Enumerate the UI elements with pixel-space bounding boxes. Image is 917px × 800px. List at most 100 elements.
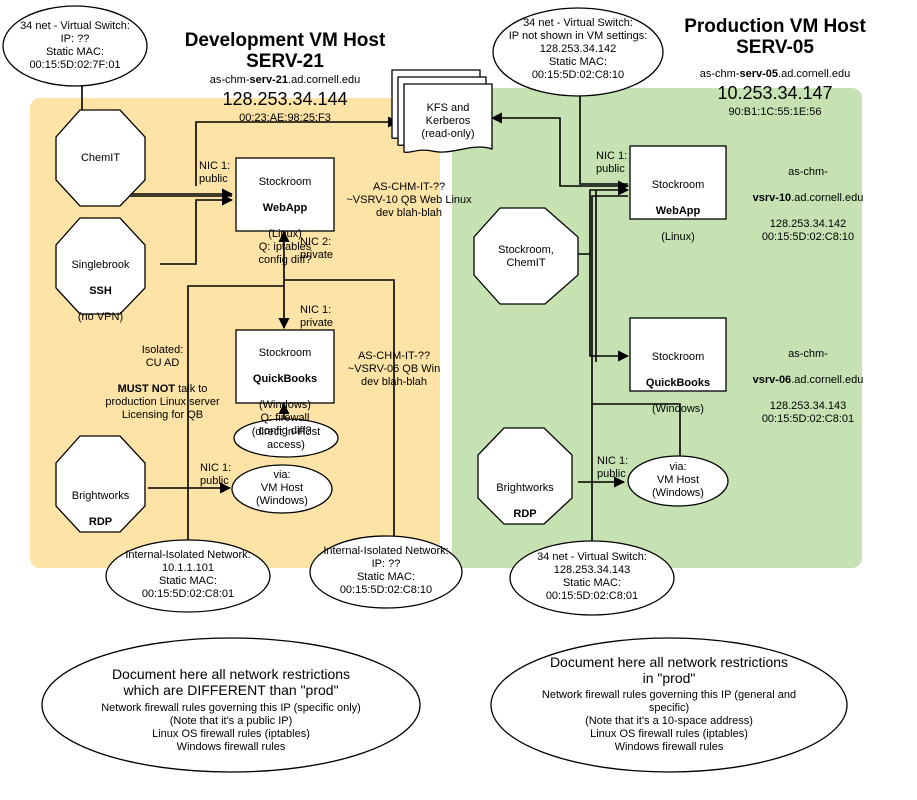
internal-net-a-ellipse: [105, 539, 271, 613]
prod-doc-ellipse: [490, 637, 848, 773]
dev-hostname-prefix: as-chm-: [209, 74, 250, 86]
prod-vsrv06-prefix: as-chm-: [788, 348, 828, 360]
direct-access-ellipse: [233, 418, 339, 458]
prod-ip: 10.253.34.147: [717, 83, 833, 103]
prod-via-host-ellipse[interactable]: [627, 455, 729, 507]
dev-qb-alias: AS-CHM-IT-?? ~VSRV-06 QB Win dev blah-bl…: [347, 350, 441, 388]
prod-host-title: Production VM Host SERV-05: [684, 16, 866, 58]
dev-mac: 00:23:AE:98:25:F3: [239, 112, 331, 124]
prod-vsrv10-label: as-chm- vsrv-10.ad.cornell.edu 128.253.3…: [738, 153, 878, 244]
prod-webapp-text: Stockroom WebApp (Linux): [630, 166, 726, 244]
prod-hostname-bold: serv-05: [739, 68, 779, 80]
dev-hostname: as-chm-serv-21.ad.cornell.edu: [180, 74, 390, 86]
dev-qb-title: Stockroom: [258, 347, 312, 359]
brightworks-prod-label: Brightworks RDP: [478, 469, 572, 521]
stockroom-chemit-label: Stockroom, ChemIT: [498, 244, 554, 269]
chemit-label: ChemIT: [80, 152, 121, 164]
dev-webapp-text: Stockroom WebApp (Linux) Q: iptables con…: [236, 163, 334, 267]
prod-vsrv06-label: as-chm- vsrv-06.ad.cornell.edu 128.253.3…: [738, 335, 878, 426]
dev-qb-box[interactable]: [235, 329, 335, 404]
brightworks-dev-name: Brightworks: [71, 490, 130, 502]
dev-host-title: Development VM Host SERV-21: [184, 30, 386, 72]
dev-switch-ellipse: [2, 5, 148, 87]
prod-nic1-public-a: NIC 1: public: [596, 150, 628, 175]
prod-vsrv10-prefix: as-chm-: [788, 166, 828, 178]
internal-net-b-label: Internal-Isolated Network: IP: ?? Static…: [323, 545, 449, 596]
singlebrook-name: Singlebrook: [71, 259, 130, 271]
prod-hostname-prefix: as-chm-: [699, 68, 740, 80]
prod-qb-details: (Windows): [652, 403, 704, 415]
isolated-note: Isolated: CU AD MUST NOT talk to product…: [85, 331, 240, 422]
prod-qb-text: Stockroom QuickBooks (Windows): [630, 338, 726, 416]
internal-net-a-label: Internal-Isolated Network: 10.1.1.101 St…: [125, 549, 251, 600]
prod-doc-body: Network firewall rules governing this IP…: [541, 689, 797, 753]
dev-doc-title: Document here all network restrictions w…: [111, 666, 351, 698]
prod-nic1-public-b: NIC 1: public: [597, 455, 629, 480]
dev-qb-details: (Windows) Q: firewall config diff?: [258, 399, 312, 437]
shapes: [2, 5, 848, 773]
prod-bottom-switch-ellipse: [509, 540, 675, 616]
prod-via-host-label: via: VM Host (Windows): [652, 461, 704, 499]
brightworks-dev-label: Brightworks RDP: [56, 477, 145, 529]
brightworks-dev-protocol: RDP: [88, 516, 113, 528]
prod-vsrv06-suffix: .ad.cornell.edu: [791, 374, 864, 386]
singlebrook-octagon[interactable]: [55, 217, 146, 315]
internal-net-b-ellipse: [309, 535, 463, 609]
dev-switch-note: 34 net - Virtual Switch: IP: ?? Static M…: [20, 20, 130, 71]
kfs-label: KFS and Kerberos (read-only): [421, 102, 475, 140]
isolated-note-bold: MUST NOT: [117, 383, 176, 395]
prod-vsrv10-suffix: .ad.cornell.edu: [791, 192, 864, 204]
dev-doc-body: Network firewall rules governing this IP…: [101, 702, 361, 753]
prod-switch-note: 34 net - Virtual Switch: IP not shown in…: [508, 17, 648, 81]
singlebrook-protocol: SSH: [89, 285, 112, 297]
dev-nic1-public-a: NIC 1: public: [199, 160, 231, 185]
direct-access-label: (direct in-Host access): [251, 426, 321, 451]
dev-doc-ellipse: [41, 637, 421, 773]
dev-webapp-name: WebApp: [262, 202, 308, 214]
prod-qb-box[interactable]: [629, 317, 727, 392]
chemit-octagon[interactable]: [55, 109, 146, 207]
dev-ip: 128.253.34.144: [222, 89, 348, 109]
dev-qb-name: QuickBooks: [252, 373, 318, 385]
prod-switch-ellipse: [492, 7, 664, 97]
dev-webapp-alias: AS-CHM-IT-?? ~VSRV-10 QB Web Linux dev b…: [346, 181, 472, 219]
brightworks-dev-octagon[interactable]: [55, 435, 146, 533]
dev-webapp-details: (Linux) Q: iptables config diff?: [258, 228, 312, 266]
dev-via-host-ellipse[interactable]: [231, 464, 333, 514]
dev-via-host-label: via: VM Host (Windows): [256, 469, 308, 507]
kfs-doc-front: [403, 83, 493, 154]
dev-webapp-title: Stockroom: [258, 176, 312, 188]
isolated-note-rest: talk to production Linux server Licensin…: [105, 383, 220, 421]
dev-nic1-public-b: NIC 1: public: [200, 462, 232, 487]
prod-vsrv10-bold: vsrv-10: [752, 192, 792, 204]
prod-vsrv06-rest: 128.253.34.143 00:15:5D:02:C8:01: [761, 400, 855, 425]
singlebrook-note: (no VPN): [77, 311, 124, 323]
dev-hostname-bold: serv-21: [249, 74, 289, 86]
brightworks-prod-protocol: RDP: [513, 508, 537, 520]
connection-lines: [81, 60, 681, 548]
prod-mac: 90:B1:1C:55:1E:56: [728, 106, 822, 118]
prod-webapp-box[interactable]: [629, 145, 727, 220]
prod-doc-title: Document here all network restrictions i…: [549, 654, 789, 686]
prod-hostname-suffix: .ad.cornell.edu: [778, 68, 851, 80]
brightworks-prod-name: Brightworks: [496, 482, 554, 494]
dev-webapp-box[interactable]: [235, 157, 335, 232]
stockroom-chemit-octagon[interactable]: [473, 207, 579, 305]
singlebrook-label: Singlebrook SSH (no VPN): [56, 246, 145, 324]
dev-nic1-private: NIC 1: private: [300, 304, 334, 329]
prod-webapp-details: (Linux): [661, 231, 695, 243]
prod-webapp-name: WebApp: [655, 205, 701, 217]
prod-qb-title: Stockroom: [651, 351, 705, 363]
dev-hostname-suffix: .ad.cornell.edu: [288, 74, 361, 86]
prod-qb-name: QuickBooks: [645, 377, 711, 389]
isolated-note-head: Isolated: CU AD: [141, 344, 184, 369]
prod-hostname: as-chm-serv-05.ad.cornell.edu: [675, 68, 875, 80]
prod-bottom-switch-label: 34 net - Virtual Switch: 128.253.34.143 …: [537, 551, 647, 602]
prod-vsrv06-bold: vsrv-06: [752, 374, 792, 386]
prod-webapp-title: Stockroom: [651, 179, 705, 191]
prod-vsrv10-rest: 128.253.34.142 00:15:5D:02:C8:10: [761, 218, 855, 243]
dev-nic2-private: NIC 2: private: [300, 236, 334, 261]
brightworks-prod-octagon[interactable]: [477, 427, 573, 525]
dev-qb-text: Stockroom QuickBooks (Windows) Q: firewa…: [236, 334, 334, 438]
